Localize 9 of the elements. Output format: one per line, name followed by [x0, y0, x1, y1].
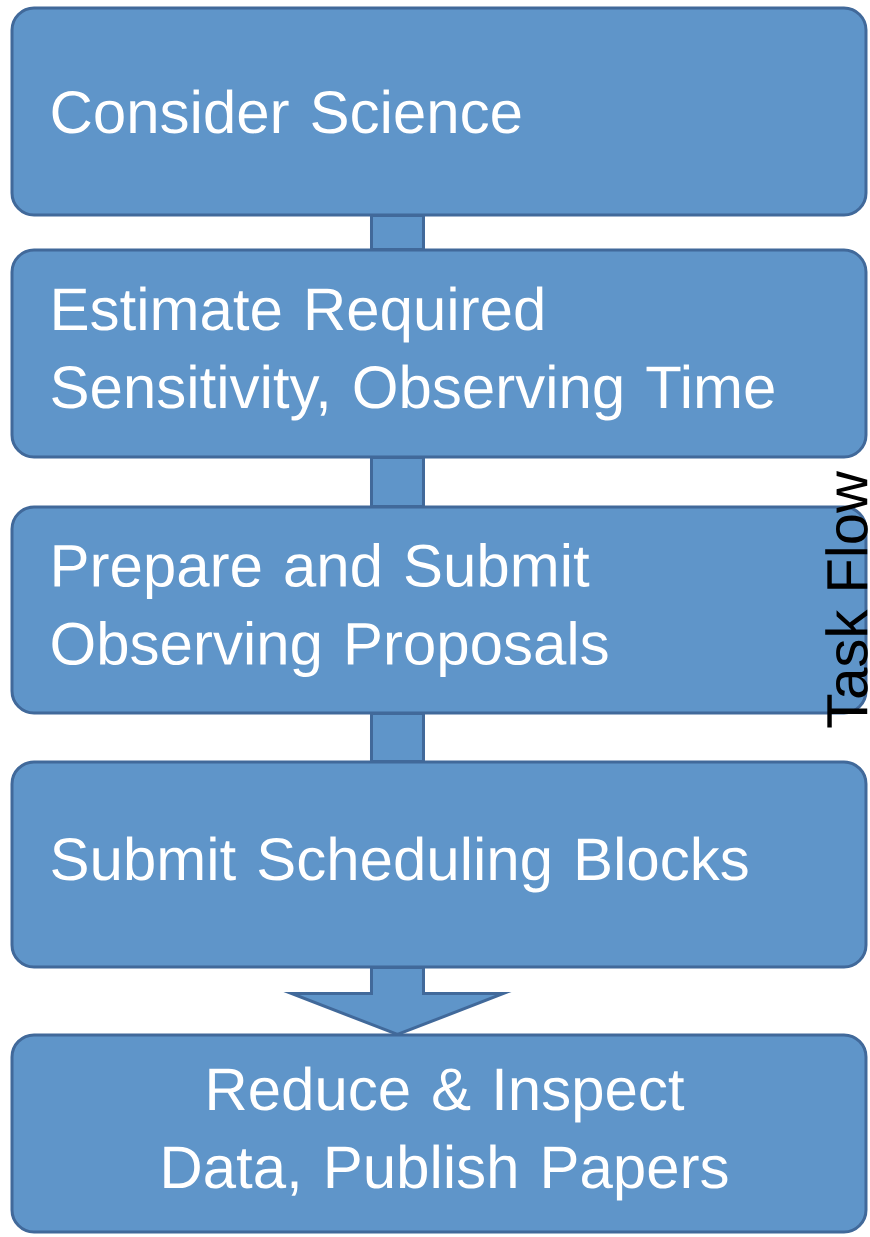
process-box: Submit Scheduling Blocks: [10, 760, 868, 969]
block-arrow: [370, 712, 425, 763]
process-box: Reduce & Inspect Data, Publish Papers: [10, 1033, 868, 1234]
process-box: Estimate Required Sensitivity, Observing Time: [10, 248, 868, 459]
process-box: Consider Science: [10, 6, 868, 217]
block-arrow: [370, 214, 425, 251]
block-arrow: [370, 456, 425, 508]
block-arrow: [283, 966, 512, 1037]
side-label: Task Flow: [825, 471, 868, 728]
